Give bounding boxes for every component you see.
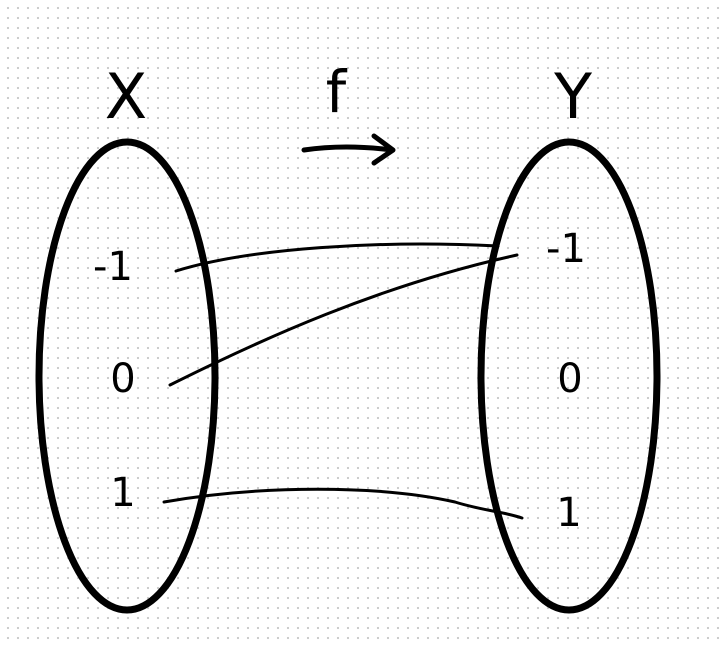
codomain-set-ellipse <box>477 138 661 614</box>
codomain-element-1: 1 <box>556 490 581 536</box>
domain-set-label: X <box>105 60 147 133</box>
codomain-element-0: 0 <box>557 356 582 402</box>
mapping-line-neg1-to-neg1 <box>174 242 500 273</box>
domain-element-1: 1 <box>110 470 135 516</box>
codomain-set-label: Y <box>553 60 592 133</box>
domain-set-ellipse <box>35 138 219 614</box>
mapping-line-1-to-1 <box>162 487 524 520</box>
codomain-element-neg1: -1 <box>546 226 586 272</box>
function-label: f <box>326 58 348 126</box>
mapping-line-0-to-neg1 <box>168 253 519 387</box>
domain-element-0: 0 <box>110 356 135 402</box>
function-arrow-icon <box>301 133 396 166</box>
domain-element-neg1: -1 <box>93 244 133 290</box>
